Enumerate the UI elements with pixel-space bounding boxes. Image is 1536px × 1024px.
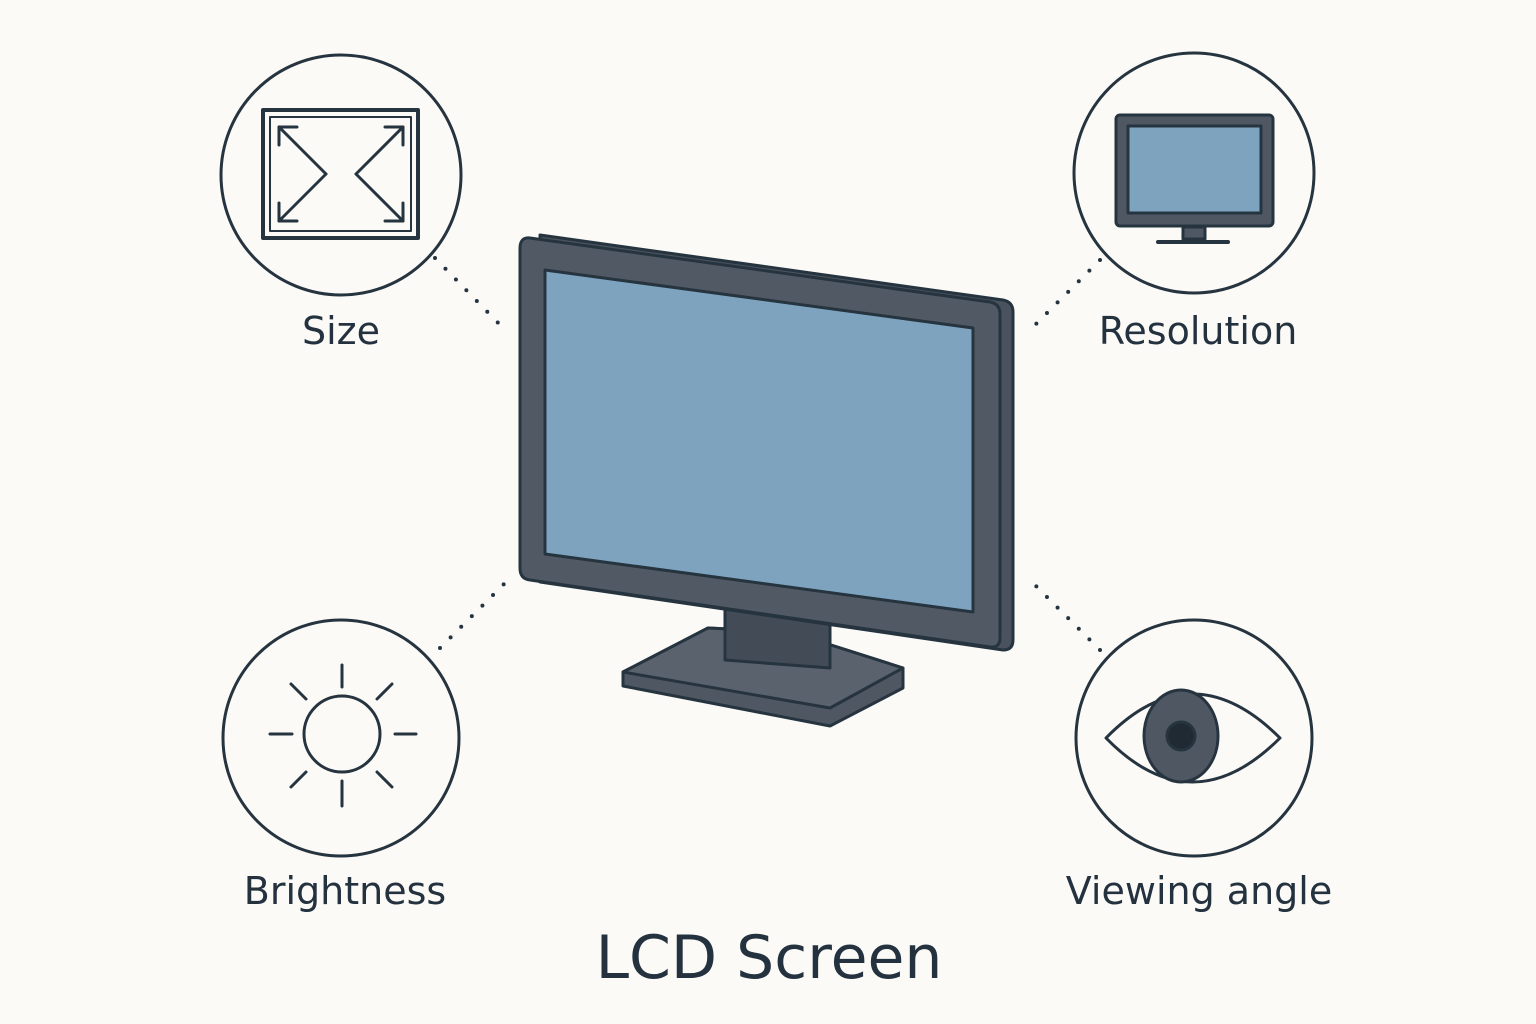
size-circle	[219, 53, 463, 297]
feature-brightness: Brightness	[221, 618, 461, 913]
resolution-label: Resolution	[1099, 309, 1298, 353]
monitor-base-top	[621, 626, 905, 710]
viewing-angle-label: Viewing angle	[1066, 869, 1332, 913]
connector-viewing-angle	[1028, 578, 1102, 652]
feature-size: Size	[219, 53, 463, 353]
brightness-label: Brightness	[244, 869, 446, 913]
viewing-angle-circle	[1074, 618, 1314, 858]
connector-resolution	[1028, 258, 1102, 332]
connector-size	[433, 256, 507, 332]
connector-brightness	[438, 578, 510, 650]
sun-icon	[268, 663, 418, 808]
lcd-monitor-icon	[518, 233, 1015, 728]
brightness-circle	[221, 618, 461, 858]
size-label: Size	[302, 309, 380, 353]
diagram-title: LCD Screen	[596, 923, 943, 993]
expand-arrows-icon	[261, 108, 420, 240]
connectors	[433, 256, 1102, 652]
feature-viewing-angle: Viewing angle	[1066, 618, 1332, 913]
monitor-screen	[543, 268, 975, 614]
eye-icon	[1104, 688, 1282, 784]
feature-resolution: Resolution	[1072, 51, 1316, 353]
resolution-circle	[1072, 51, 1316, 295]
monitor-icon	[1114, 113, 1275, 244]
